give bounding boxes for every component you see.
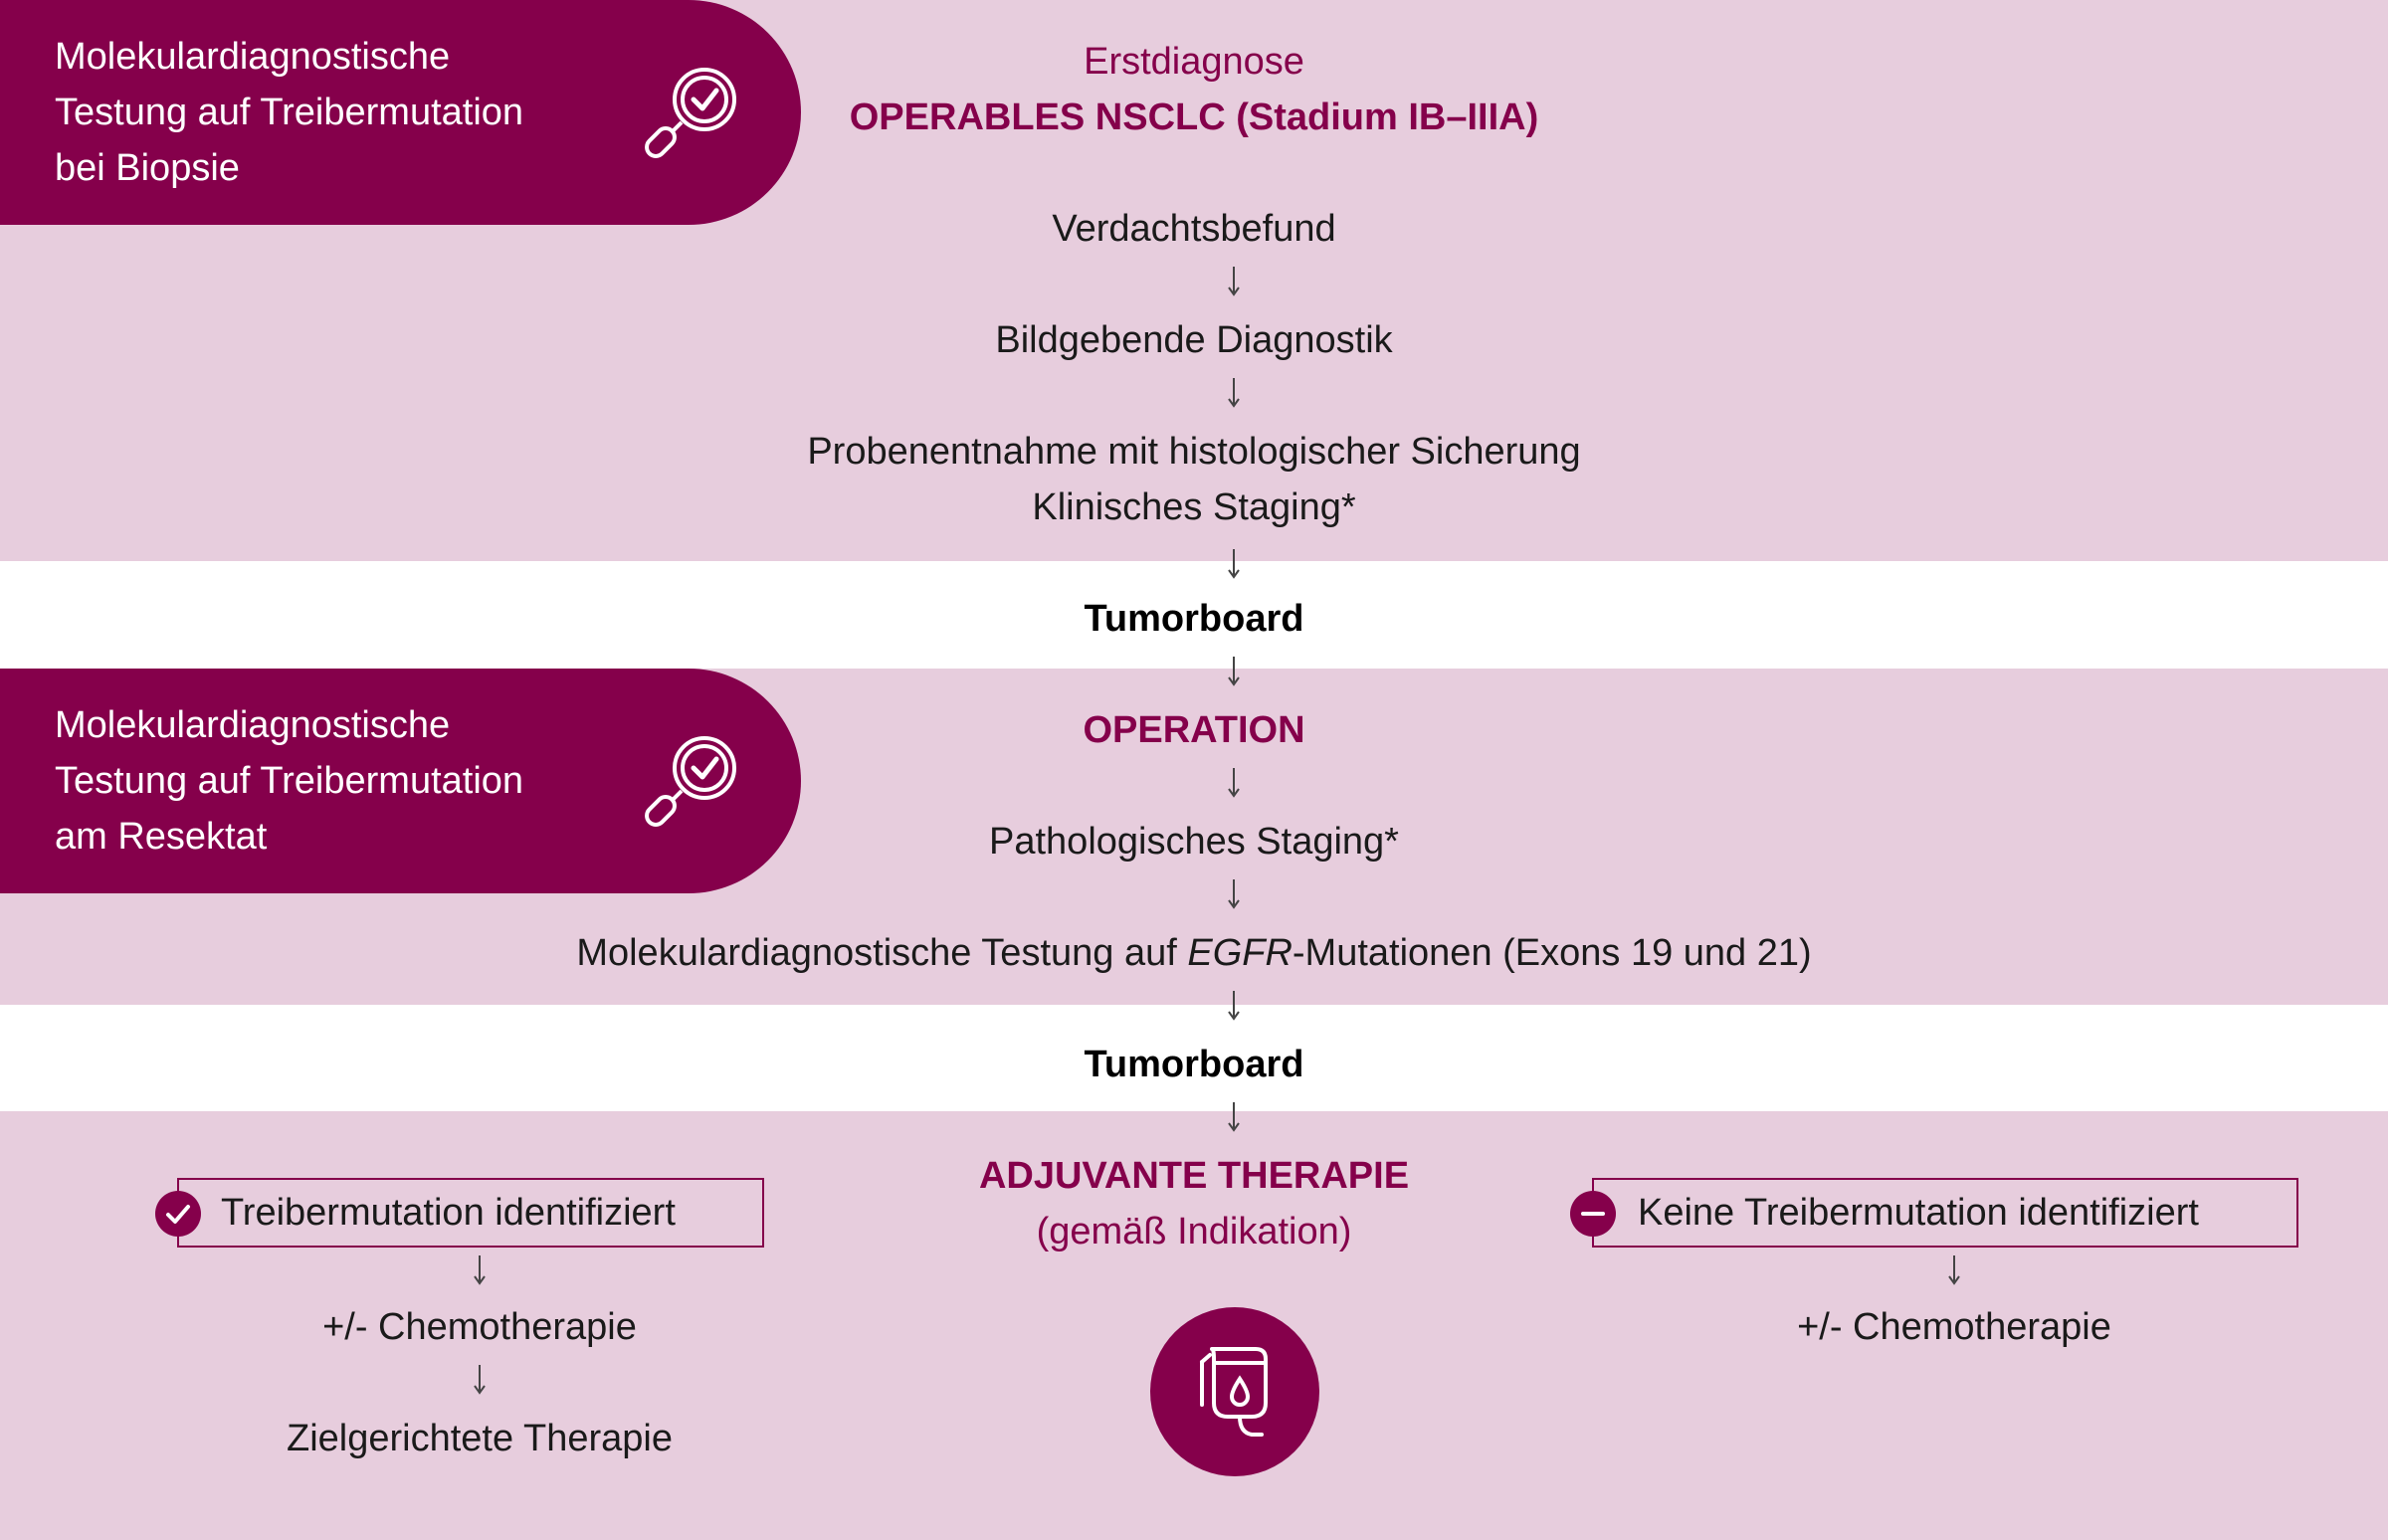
arrow-down-icon	[474, 1365, 486, 1395]
arrow-down-icon	[1228, 267, 1240, 296]
left-branch-label: Treibermutation identifiziert	[221, 1192, 676, 1234]
step-bildgebung: Bildgebende Diagnostik	[995, 319, 1393, 361]
pill-biopsie: Molekulardiagnostische Testung auf Treib…	[0, 0, 801, 225]
adjuvant-heading: ADJUVANTE THERAPIE	[978, 1155, 1410, 1197]
tumorboard-1: Tumorboard	[1084, 598, 1304, 640]
step-pathologisches-staging: Pathologisches Staging*	[989, 821, 1399, 863]
step-verdachtsbefund: Verdachtsbefund	[1052, 208, 1336, 250]
right-branch-label: Keine Treibermutation identifiziert	[1638, 1192, 2199, 1234]
right-branch-box: Keine Treibermutation identifiziert	[1592, 1178, 2298, 1248]
pill-resektat: Molekulardiagnostische Testung auf Treib…	[0, 669, 801, 893]
pill-line: Molekulardiagnostische	[55, 704, 451, 746]
step-probenentnahme: Probenentnahme mit histologischer Sicher…	[807, 431, 1581, 473]
step-molekulardiagnostik: Molekulardiagnostische Testung auf EGFR-…	[0, 925, 2388, 981]
arrow-down-icon	[1228, 549, 1240, 579]
adjuvant-subheading: (gemäß Indikation)	[1036, 1211, 1352, 1252]
check-circle-icon	[155, 1191, 201, 1237]
arrow-down-icon	[1948, 1255, 1960, 1285]
operation-heading: OPERATION	[1083, 709, 1305, 751]
infusion-bag-icon	[1150, 1307, 1319, 1476]
arrow-down-icon	[1228, 768, 1240, 798]
left-chemotherapie: +/- Chemotherapie	[322, 1306, 637, 1348]
tumorboard-2: Tumorboard	[1084, 1044, 1304, 1085]
arrow-down-icon	[1228, 1102, 1240, 1132]
left-zielgerichtete-therapie: Zielgerichtete Therapie	[287, 1418, 673, 1459]
left-branch-box: Treibermutation identifiziert	[177, 1178, 764, 1248]
pill-biopsie-text: Molekulardiagnostische Testung auf Treib…	[55, 29, 612, 196]
pill-line: bei Biopsie	[55, 147, 240, 189]
arrow-down-icon	[1228, 378, 1240, 408]
pill-line: am Resektat	[55, 816, 268, 858]
minus-circle-icon	[1570, 1191, 1616, 1237]
egfr-gene: EGFR	[1187, 932, 1293, 974]
arrow-down-icon	[1228, 991, 1240, 1021]
magnifier-check-icon	[645, 68, 736, 158]
molecular-text-post: -Mutationen (Exons 19 und 21)	[1292, 932, 1812, 974]
arrow-down-icon	[1228, 879, 1240, 909]
arrow-down-icon	[1228, 657, 1240, 686]
kicker: Erstdiagnose	[1084, 41, 1304, 83]
right-chemotherapie: +/- Chemotherapie	[1797, 1306, 2111, 1348]
pill-resektat-text: Molekulardiagnostische Testung auf Treib…	[55, 697, 612, 865]
pill-line: Testung auf Treibermutation	[55, 92, 524, 133]
magnifier-check-icon	[645, 736, 736, 827]
pill-line: Molekulardiagnostische	[55, 36, 451, 78]
pill-line: Testung auf Treibermutation	[55, 760, 524, 802]
molecular-text-pre: Molekulardiagnostische Testung auf	[576, 932, 1188, 974]
arrow-down-icon	[474, 1255, 486, 1285]
diagram-title: OPERABLES NSCLC (Stadium IB–IIIA)	[849, 96, 1539, 138]
step-klinisches-staging: Klinisches Staging*	[1032, 486, 1356, 528]
